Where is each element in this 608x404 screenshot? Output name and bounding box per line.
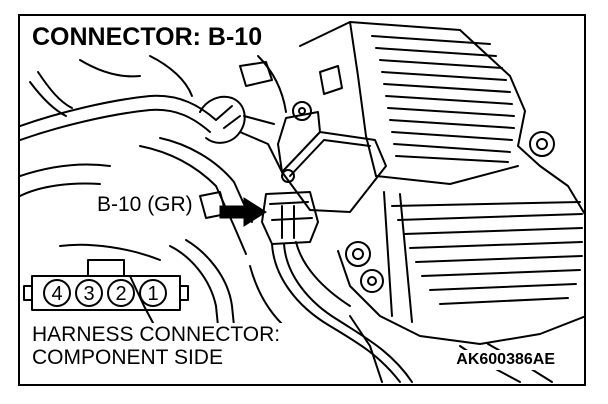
pin-number: 4 bbox=[51, 283, 62, 305]
pin-number: 2 bbox=[115, 283, 126, 305]
figure-code: AK600386AE bbox=[453, 350, 558, 370]
diagram-title: CONNECTOR: B-10 bbox=[30, 22, 269, 54]
diagram-frame: 4 3 2 1 CONNECTOR: B-10 B-10 (GR) HARNES… bbox=[18, 14, 586, 386]
caption-line-2: COMPONENT SIDE bbox=[32, 346, 223, 369]
engine-bay-illustration: 4 3 2 1 bbox=[20, 21, 584, 383]
view-caption: HARNESS CONNECTOR: COMPONENT SIDE bbox=[30, 323, 285, 369]
caption-line-1: HARNESS CONNECTOR: bbox=[32, 323, 281, 346]
pointer-arrow-icon bbox=[219, 197, 267, 227]
connector-callout-label: B-10 (GR) bbox=[94, 192, 196, 218]
pin-number: 3 bbox=[83, 283, 94, 305]
pin-number: 1 bbox=[147, 283, 158, 305]
